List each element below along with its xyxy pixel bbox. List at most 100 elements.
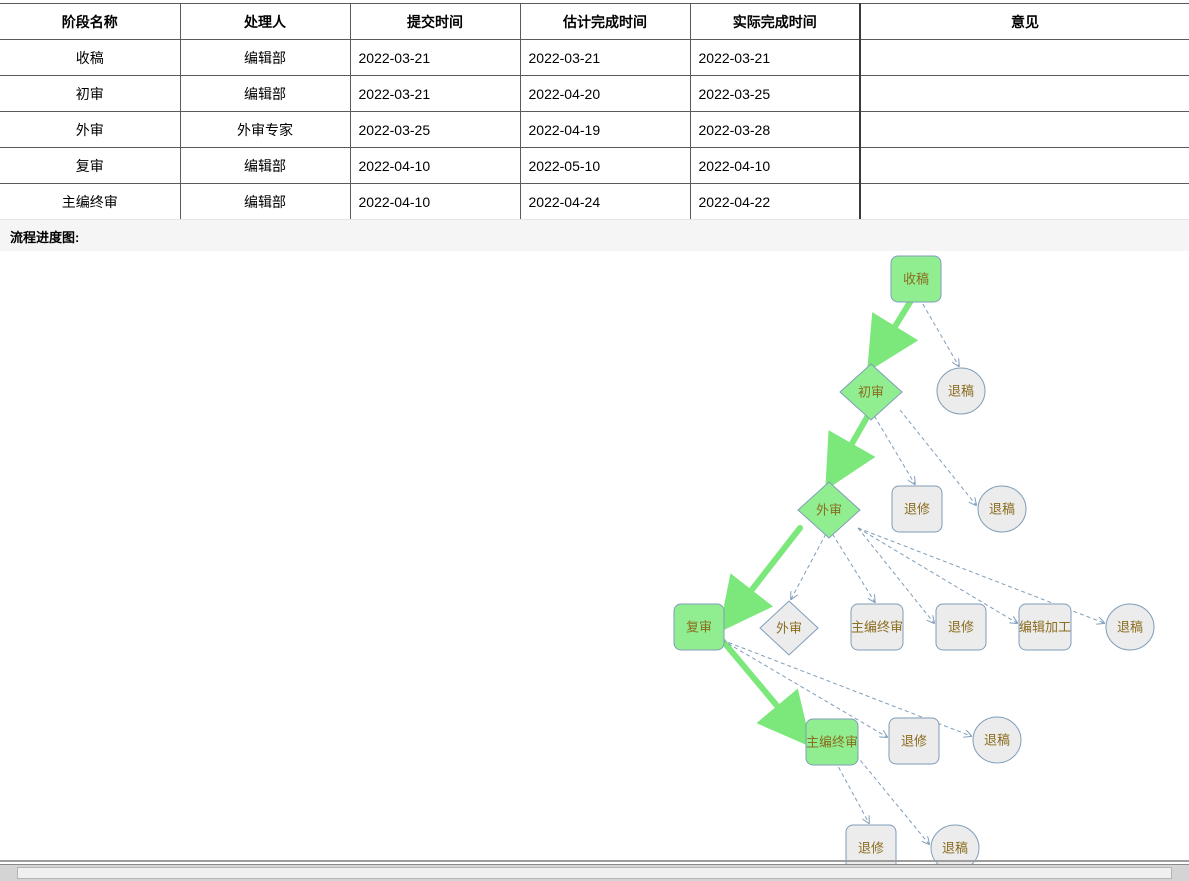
flow-node-n2[interactable]: 初审 — [839, 363, 903, 421]
table-row: 主编终审 编辑部 2022-04-10 2022-04-24 2022-04-2… — [0, 183, 1189, 219]
column-header-submit: 提交时间 — [350, 3, 521, 40]
node-shape-circle — [936, 367, 986, 415]
node-shape-diamond — [759, 600, 819, 656]
node-shape-diamond — [797, 481, 861, 539]
flow-node-n14[interactable]: 退修 — [888, 717, 940, 765]
table-row: 外审 外审专家 2022-03-25 2022-04-19 2022-03-28 — [0, 111, 1189, 148]
node-shape-rect — [1018, 603, 1072, 651]
flow-edge-inactive — [857, 527, 934, 623]
cell-comment — [860, 183, 1189, 219]
flow-node-n4[interactable]: 外审 — [797, 481, 861, 539]
scrollbar-thumb[interactable] — [17, 867, 1172, 879]
flow-edge-inactive — [832, 533, 874, 602]
table-head: 阶段名称 处理人 提交时间 估计完成时间 实际完成时间 意见 — [0, 3, 1189, 40]
flow-edge-inactive — [834, 760, 869, 823]
flow-node-n8[interactable]: 外审 — [759, 600, 819, 656]
cell-handler: 外审专家 — [180, 111, 351, 148]
cell-stage: 复审 — [0, 147, 181, 184]
table-row: 复审 编辑部 2022-04-10 2022-05-10 2022-04-10 — [0, 147, 1189, 184]
cell-estimate: 2022-03-21 — [520, 39, 691, 76]
column-header-comment: 意见 — [860, 3, 1189, 40]
stage-table: 阶段名称 处理人 提交时间 估计完成时间 实际完成时间 意见 收稿 编辑部 20… — [0, 3, 1189, 219]
flow-edge-layer — [718, 295, 1104, 844]
column-header-estimate: 估计完成时间 — [520, 3, 691, 40]
node-label: 主编终审 — [851, 619, 903, 634]
column-header-actual: 实际完成时间 — [690, 3, 861, 40]
flow-edge-inactive — [721, 639, 971, 736]
node-label: 退稿 — [942, 840, 968, 855]
flow-edge-inactive — [873, 415, 914, 484]
cell-stage: 收稿 — [0, 39, 181, 76]
node-shape-rect — [888, 717, 940, 765]
node-label: 外审 — [816, 502, 842, 517]
flow-node-n11[interactable]: 编辑加工 — [1018, 603, 1072, 651]
cell-submit: 2022-03-21 — [350, 75, 521, 112]
cell-actual: 2022-03-25 — [690, 75, 861, 112]
flow-node-n9[interactable]: 主编终审 — [850, 603, 904, 651]
flow-section-header: 流程进度图: — [0, 219, 1189, 251]
node-shape-circle — [972, 716, 1022, 764]
column-header-handler: 处理人 — [180, 3, 351, 40]
cell-estimate: 2022-04-19 — [520, 111, 691, 148]
cell-comment — [860, 39, 1189, 76]
cell-submit: 2022-03-21 — [350, 39, 521, 76]
flow-edge-inactive — [899, 409, 976, 505]
flow-node-n16[interactable]: 退修 — [845, 824, 897, 864]
flow-node-layer: 收稿初审退稿外审退修退稿复审外审主编终审退修编辑加工退稿主编终审退修退稿退修退稿 — [673, 255, 1155, 864]
cell-actual: 2022-04-22 — [690, 183, 861, 219]
node-label: 主编终审 — [806, 734, 858, 749]
table-row: 收稿 编辑部 2022-03-21 2022-03-21 2022-03-21 — [0, 39, 1189, 76]
flow-node-n15[interactable]: 退稿 — [972, 716, 1022, 764]
cell-handler: 编辑部 — [180, 75, 351, 112]
flow-node-n12[interactable]: 退稿 — [1105, 603, 1155, 651]
table-body: 收稿 编辑部 2022-03-21 2022-03-21 2022-03-21 … — [0, 39, 1189, 219]
flow-node-n10[interactable]: 退修 — [935, 603, 987, 651]
flow-edge-inactive — [918, 297, 958, 366]
flow-edge-inactive — [857, 527, 1017, 623]
cell-comment — [860, 147, 1189, 184]
flow-edge-active — [825, 413, 876, 491]
cell-actual: 2022-04-10 — [690, 147, 861, 184]
cell-submit: 2022-04-10 — [350, 147, 521, 184]
flow-diagram-svg: 收稿初审退稿外审退修退稿复审外审主编终审退修编辑加工退稿主编终审退修退稿退修退稿 — [673, 255, 1155, 864]
flow-edge-inactive — [855, 754, 929, 844]
horizontal-scrollbar[interactable] — [0, 864, 1189, 881]
node-label: 退修 — [948, 619, 974, 634]
node-shape-rect — [805, 718, 859, 766]
cell-submit: 2022-03-25 — [350, 111, 521, 148]
node-label: 退修 — [858, 840, 884, 855]
flow-node-n6[interactable]: 退稿 — [977, 485, 1027, 533]
flow-node-n1[interactable]: 收稿 — [890, 255, 942, 303]
node-shape-rect — [845, 824, 897, 864]
flow-edge-active — [867, 295, 919, 373]
cell-comment — [860, 75, 1189, 112]
node-shape-diamond — [839, 363, 903, 421]
node-shape-rect — [890, 255, 942, 303]
flow-node-n13[interactable]: 主编终审 — [805, 718, 859, 766]
flow-diagram-label: 流程进度图: — [10, 230, 80, 245]
flow-edge-active — [719, 637, 812, 748]
node-label: 退修 — [901, 733, 927, 748]
node-shape-circle — [977, 485, 1027, 533]
cell-actual: 2022-03-28 — [690, 111, 861, 148]
flow-edge-active — [718, 525, 803, 633]
flow-node-n7[interactable]: 复审 — [673, 603, 725, 651]
node-shape-rect — [673, 603, 725, 651]
node-label: 退稿 — [984, 732, 1010, 747]
flow-edge-inactive — [791, 533, 827, 599]
flow-node-n5[interactable]: 退修 — [891, 485, 943, 533]
node-label: 初审 — [858, 384, 884, 399]
flow-diagram-container: 收稿初审退稿外审退修退稿复审外审主编终审退修编辑加工退稿主编终审退修退稿退修退稿 — [0, 251, 1189, 864]
cell-estimate: 2022-05-10 — [520, 147, 691, 184]
flow-node-n3[interactable]: 退稿 — [936, 367, 986, 415]
cell-stage: 主编终审 — [0, 183, 181, 219]
cell-estimate: 2022-04-20 — [520, 75, 691, 112]
bottom-divider — [0, 860, 1189, 862]
node-shape-rect — [891, 485, 943, 533]
node-label: 退稿 — [948, 383, 974, 398]
flow-node-n17[interactable]: 退稿 — [930, 824, 980, 864]
node-shape-circle — [1105, 603, 1155, 651]
table-row: 初审 编辑部 2022-03-21 2022-04-20 2022-03-25 — [0, 75, 1189, 112]
table-header-row: 阶段名称 处理人 提交时间 估计完成时间 实际完成时间 意见 — [0, 3, 1189, 40]
